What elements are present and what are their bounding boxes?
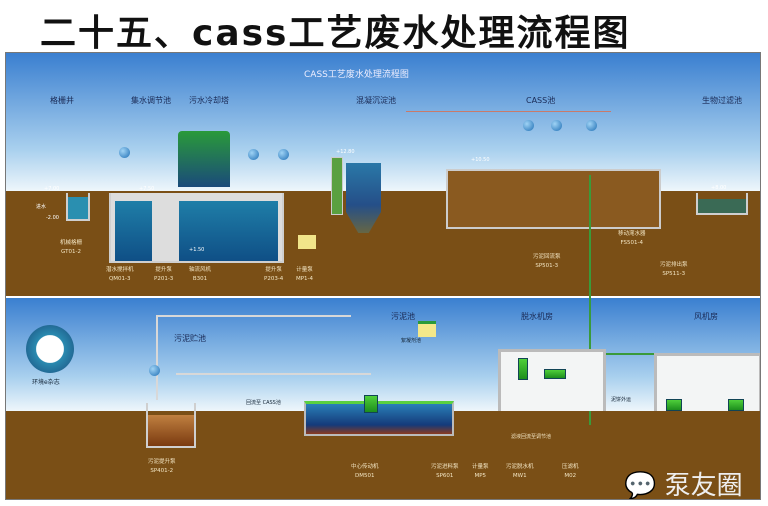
center-drive — [364, 395, 378, 413]
process-diagram: CASS工艺废水处理流程图 格栅井 集水调节池 污水冷却塔 混凝沉淀池 CASS… — [5, 52, 761, 500]
equalization-tank — [109, 193, 284, 263]
cake-label: 泥饼外运 — [611, 397, 632, 403]
section-blower-room: 风机房 — [694, 312, 718, 321]
dewatering-room — [498, 349, 606, 411]
grid-well-tank — [66, 193, 90, 221]
sludge-pipe-2 — [176, 373, 371, 375]
air-main-pipe — [589, 175, 591, 425]
gauge-icon — [523, 120, 534, 131]
gauge-icon — [586, 120, 597, 131]
section-biofilter: 生物过滤池 — [702, 96, 742, 105]
section-equalization: 集水调节池 — [131, 96, 171, 105]
section-dewatering-room: 脱水机房 — [521, 312, 553, 321]
section-grid-well: 格栅井 — [50, 96, 74, 105]
level-label: +1.50 — [189, 247, 205, 253]
section-cass: CASS池 — [526, 96, 556, 105]
gauge-icon — [551, 120, 562, 131]
gauge-icon — [149, 365, 160, 376]
dewatering-unit — [518, 358, 528, 380]
sludge-storage-tank — [146, 403, 196, 448]
blower — [728, 399, 744, 411]
section-sludge-storage: 污泥贮池 — [174, 334, 206, 343]
gauge-icon — [119, 147, 130, 158]
logo-text: 环境e杂志 — [32, 379, 60, 386]
sludge-pipe-down — [156, 315, 158, 400]
level-label: +12.80 — [336, 149, 355, 155]
section-sludge-tank: 污泥池 — [391, 312, 415, 321]
filtrate-label: 滤液回流至调节池 — [511, 434, 552, 440]
inlet-label: 进水 — [36, 204, 47, 210]
biofilter-tank — [696, 193, 748, 215]
level-label: -2.00 — [46, 215, 59, 221]
mixing-unit — [544, 369, 566, 379]
gauge-icon — [278, 149, 289, 160]
level-label: +7.50 — [139, 186, 155, 192]
wechat-icon: 💬 — [624, 471, 657, 500]
air-pipe — [406, 111, 611, 112]
blower — [666, 399, 682, 411]
diagram-title: CASS工艺废水处理流程图 — [304, 70, 409, 80]
sludge-thickener — [304, 401, 454, 436]
cass-tank — [446, 169, 661, 229]
flocculant-tank — [418, 321, 436, 337]
level-label: +10.50 — [471, 157, 490, 163]
section-coagulation: 混凝沉淀池 — [356, 96, 396, 105]
gauge-icon — [248, 149, 259, 160]
magazine-logo — [26, 325, 74, 373]
page-title: 二十五、cass工艺废水处理流程图 — [40, 13, 631, 54]
coagulation-tank — [346, 163, 381, 233]
watermark: 💬 泵友圈 — [624, 465, 743, 500]
section-cooling-tower: 污水冷却塔 — [189, 96, 229, 105]
upper-sky — [6, 53, 760, 191]
level-label: +7.00 — [44, 186, 60, 192]
flocculant-label: 絮凝剂池 — [401, 338, 422, 344]
sludge-pipe — [156, 315, 351, 317]
dosing-tank — [298, 235, 316, 249]
return-label: 回流至 CASS池 — [246, 400, 281, 406]
level-label: +8.00 — [711, 185, 727, 191]
reaction-column — [331, 157, 343, 215]
cooling-tower — [178, 131, 230, 187]
watermark-text: 泵友圈 — [664, 471, 743, 500]
